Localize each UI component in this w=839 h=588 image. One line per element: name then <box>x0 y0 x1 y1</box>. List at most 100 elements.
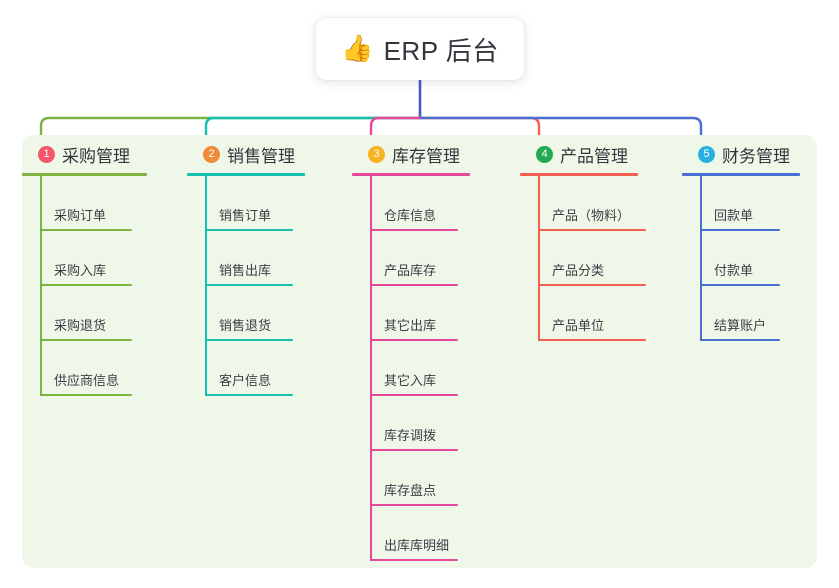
branch-header-underline <box>187 173 305 176</box>
branch-header-3[interactable]: 3 库存管理 <box>352 135 502 173</box>
branch-item[interactable]: 客户信息 <box>187 341 337 396</box>
branch-item-inner: 产品单位 <box>538 315 670 341</box>
branch-item-underline <box>370 284 458 286</box>
branch-number-badge: 4 <box>536 145 553 163</box>
branch-item[interactable]: 产品单位 <box>520 286 670 341</box>
branch-item-inner: 付款单 <box>700 260 827 286</box>
branch-title: 财务管理 <box>722 146 790 166</box>
branch-item-inner: 销售订单 <box>205 205 337 231</box>
branch-item-inner: 其它出库 <box>370 315 502 341</box>
branch-item-label: 采购入库 <box>54 263 107 279</box>
branch-item-label: 产品单位 <box>552 318 605 334</box>
branch-item-label: 其它出库 <box>384 318 437 334</box>
branch-item-label: 采购退货 <box>54 318 107 334</box>
branch-header-2[interactable]: 2 销售管理 <box>187 135 337 173</box>
branch-item-label: 客户信息 <box>219 373 272 389</box>
branch-column-4: 4 产品管理产品（物料） 产品分类产品单位 <box>520 135 670 341</box>
branch-header-underline <box>520 173 638 176</box>
branch-item-inner: 采购订单 <box>40 205 172 231</box>
branch-items: 产品（物料） 产品分类产品单位 <box>520 176 670 341</box>
branch-items: 回款单付款单结算账户 <box>682 176 827 341</box>
branch-item-underline <box>40 394 132 396</box>
branch-header-4[interactable]: 4 产品管理 <box>520 135 670 173</box>
branch-item-inner: 产品（物料） <box>538 205 670 231</box>
branch-item-inner: 采购退货 <box>40 315 172 341</box>
branch-item-label: 仓库信息 <box>384 208 437 224</box>
branch-item-label: 采购订单 <box>54 208 107 224</box>
branch-item-inner: 销售出库 <box>205 260 337 286</box>
branch-item[interactable]: 其它出库 <box>352 286 502 341</box>
branch-item-inner: 销售退货 <box>205 315 337 341</box>
branch-number-badge: 3 <box>368 145 385 163</box>
branch-item[interactable]: 其它入库 <box>352 341 502 396</box>
branch-item-inner: 产品库存 <box>370 260 502 286</box>
branch-item-label: 销售出库 <box>219 263 272 279</box>
branch-item-underline <box>700 339 780 341</box>
branch-item-underline <box>40 284 132 286</box>
branch-item-underline <box>205 229 293 231</box>
branch-item-underline <box>40 339 132 341</box>
branch-items: 销售订单销售出库销售退货客户信息 <box>187 176 337 396</box>
branch-item-label: 付款单 <box>714 263 754 279</box>
branch-item-inner: 回款单 <box>700 205 827 231</box>
branch-spine <box>40 176 42 396</box>
branch-item[interactable]: 库存盘点 <box>352 451 502 506</box>
branch-item[interactable]: 销售退货 <box>187 286 337 341</box>
branch-item-underline <box>370 504 458 506</box>
branch-spine <box>538 176 540 341</box>
branch-item[interactable]: 销售订单 <box>187 176 337 231</box>
branch-item[interactable]: 结算账户 <box>682 286 827 341</box>
branch-item-label: 库存盘点 <box>384 483 437 499</box>
branches-panel <box>22 135 817 568</box>
branch-item[interactable]: 供应商信息 <box>22 341 172 396</box>
branch-title: 库存管理 <box>392 146 460 166</box>
branch-item-underline <box>370 394 458 396</box>
branch-title: 产品管理 <box>560 146 628 166</box>
branch-item[interactable]: 出库库明细 <box>352 506 502 561</box>
branch-item[interactable]: 采购入库 <box>22 231 172 286</box>
branch-item-underline <box>370 339 458 341</box>
root-node[interactable]: 👍 ERP 后台 <box>316 18 524 80</box>
branch-item-label: 其它入库 <box>384 373 437 389</box>
branch-item[interactable]: 产品库存 <box>352 231 502 286</box>
root-title: ERP 后台 <box>383 35 499 66</box>
branch-item-label: 产品（物料） <box>552 208 631 224</box>
branch-item[interactable]: 仓库信息 <box>352 176 502 231</box>
branch-items: 仓库信息产品库存其它出库其它入库库存调拨库存盘点出库库明细 <box>352 176 502 561</box>
branch-item[interactable]: 采购订单 <box>22 176 172 231</box>
branch-item[interactable]: 销售出库 <box>187 231 337 286</box>
branch-item[interactable]: 付款单 <box>682 231 827 286</box>
branch-number-badge: 1 <box>38 145 55 163</box>
branch-item-inner: 出库库明细 <box>370 535 502 561</box>
branch-number-badge: 2 <box>203 145 220 163</box>
branch-item[interactable]: 回款单 <box>682 176 827 231</box>
branch-spine <box>370 176 372 561</box>
branch-title: 销售管理 <box>227 146 295 166</box>
branch-item-label: 销售订单 <box>219 208 272 224</box>
branch-item-inner: 供应商信息 <box>40 370 172 396</box>
branch-column-3: 3 库存管理仓库信息产品库存其它出库其它入库库存调拨库存盘点出库库明细 <box>352 135 502 561</box>
branch-item-underline <box>700 284 780 286</box>
branch-item-label: 结算账户 <box>714 318 767 334</box>
branch-item[interactable]: 产品分类 <box>520 231 670 286</box>
branch-item-underline <box>538 339 646 341</box>
branch-item-label: 产品库存 <box>384 263 437 279</box>
branch-item-inner: 库存盘点 <box>370 480 502 506</box>
branch-item-label: 出库库明细 <box>384 538 450 554</box>
branch-item-underline <box>700 229 780 231</box>
branch-item-underline <box>370 229 458 231</box>
branch-item-label: 供应商信息 <box>54 373 120 389</box>
branch-header-underline <box>682 173 800 176</box>
branch-header-underline <box>352 173 470 176</box>
branch-item[interactable]: 采购退货 <box>22 286 172 341</box>
branch-item[interactable]: 产品（物料） <box>520 176 670 231</box>
branch-item-underline <box>538 284 646 286</box>
connector-path <box>204 116 420 135</box>
connector-path <box>369 116 420 135</box>
branch-item[interactable]: 库存调拨 <box>352 396 502 451</box>
